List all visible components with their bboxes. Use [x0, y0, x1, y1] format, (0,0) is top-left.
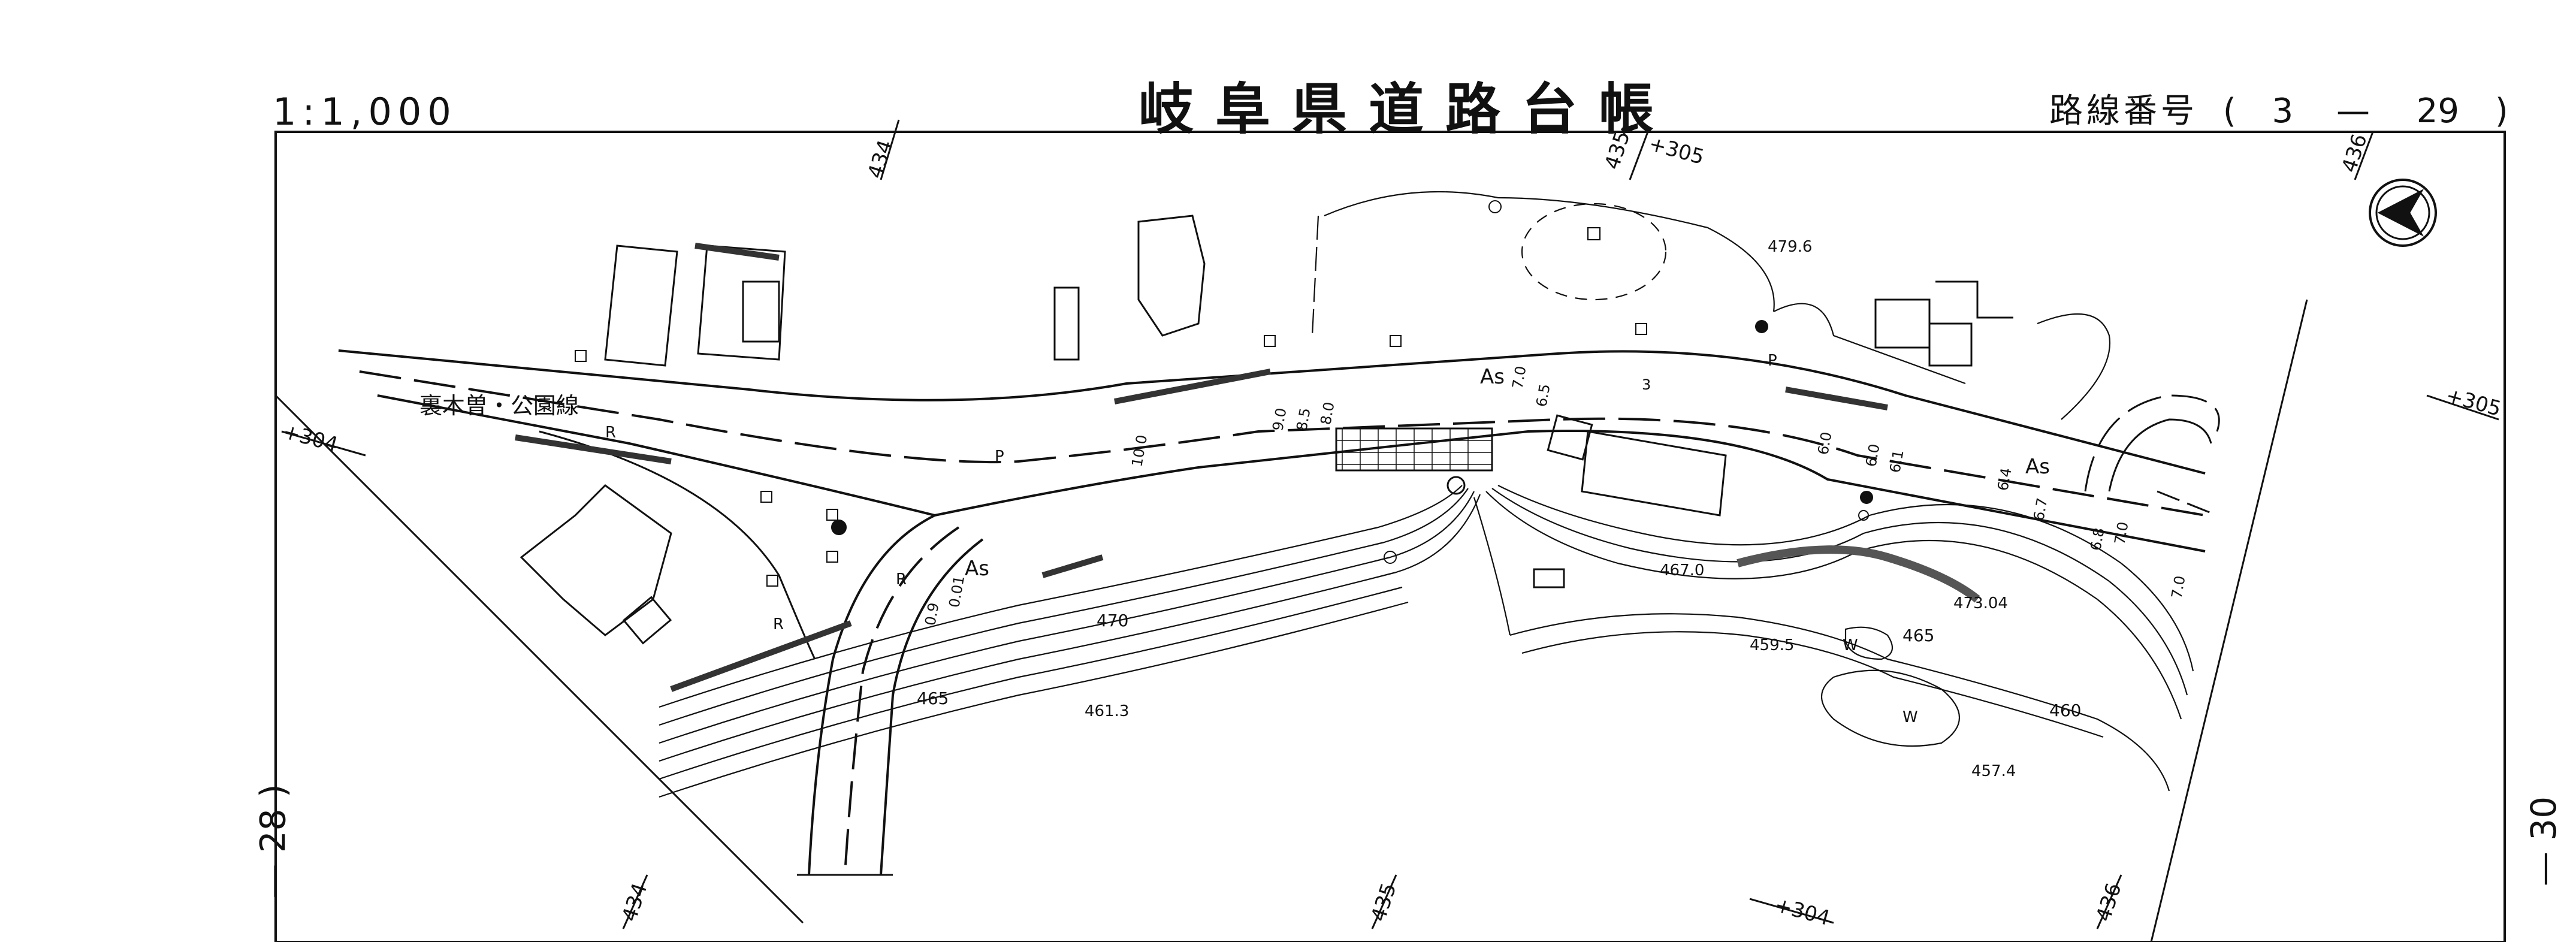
- width-label: 7.0: [2168, 575, 2188, 600]
- spot-height: 461.3: [1085, 702, 1129, 720]
- park-area: [1311, 191, 2111, 420]
- spot-height: 457.4: [1971, 762, 2016, 780]
- map-frame: [274, 131, 2506, 942]
- station-label: 434: [618, 880, 653, 925]
- width-label: 6.0: [1814, 431, 1835, 456]
- branch-road: [797, 514, 984, 876]
- station-label: +304: [1772, 893, 1833, 931]
- station-label: 435: [1600, 128, 1635, 173]
- width-label: 9.0: [1269, 407, 1289, 432]
- map-symbol: P: [995, 448, 1004, 466]
- road-name-label: 裏木曽・公園線: [419, 393, 579, 419]
- width-label: 7.0: [2111, 521, 2131, 546]
- spot-height: 479.6: [1768, 238, 1812, 256]
- width-label: 8.5: [1293, 407, 1313, 432]
- width-label: 7.0: [1509, 365, 1529, 390]
- route-close-paren: ): [2495, 92, 2508, 131]
- width-label: 6.4: [1994, 467, 2015, 492]
- station-label: 434: [863, 137, 898, 182]
- width-label: 0.9: [922, 602, 942, 627]
- contour-label: 465: [917, 689, 949, 708]
- sheet-boundary-right: [2150, 299, 2308, 942]
- station-label: +304: [280, 419, 341, 457]
- surface-label: As: [1480, 365, 1505, 389]
- map-symbol: W: [1843, 636, 1858, 654]
- width-label: 6.7: [2030, 497, 2050, 522]
- embankment: [1737, 545, 1980, 603]
- station-label: 436: [2092, 880, 2127, 925]
- route-number-b: 29: [2416, 92, 2460, 131]
- map-symbol: P: [1768, 352, 1777, 370]
- spot-height: 459.5: [1750, 636, 1794, 654]
- contour-label: 465: [1902, 626, 1934, 645]
- sheet-boundary-left: [274, 394, 804, 924]
- station-label: +305: [2444, 384, 2504, 421]
- width-label: 10.0: [1128, 434, 1150, 468]
- map-symbol: W: [1902, 708, 1918, 726]
- contour-lines: [659, 485, 2194, 798]
- spot-height: 473.04: [1953, 594, 2008, 612]
- map-symbol: R: [605, 424, 616, 442]
- surface-label: As: [2025, 455, 2050, 479]
- contour-label: 470: [1097, 611, 1128, 630]
- width-label: 3: [1642, 376, 1651, 393]
- north-arrow-icon: [2369, 179, 2437, 247]
- point-symbols: [575, 200, 1873, 587]
- map-symbol: R: [773, 615, 784, 633]
- station-label: +305: [1647, 132, 1707, 170]
- map-scale: 1:1,000: [273, 90, 457, 134]
- route-label: 路線番号: [2049, 92, 2198, 131]
- width-label: 6.8: [2087, 527, 2107, 552]
- route-open-paren: (: [2222, 92, 2236, 131]
- spot-height: 467.0: [1660, 561, 1704, 579]
- route-number: 路線番号 ( 3 — 29 ): [2049, 84, 2519, 132]
- bridge: [1335, 427, 1493, 495]
- buildings: [520, 215, 2013, 645]
- right-roads: [2084, 394, 2220, 517]
- surface-label: As: [965, 557, 989, 581]
- map-symbol: R: [896, 570, 907, 588]
- width-label: 6.1: [1886, 449, 1907, 474]
- width-label: 8.0: [1317, 401, 1337, 426]
- route-number-a: 3: [2272, 92, 2294, 131]
- station-label: 436: [2338, 131, 2372, 176]
- contour-label: 460: [2049, 701, 2081, 720]
- station-label: 435: [1367, 880, 1402, 925]
- width-label: 6.5: [1533, 383, 1553, 408]
- route-dash: —: [2336, 92, 2373, 131]
- station-ticks: [281, 119, 2499, 929]
- width-label: 6.0: [1862, 443, 1883, 468]
- sidewalk-hatch: [515, 243, 1888, 692]
